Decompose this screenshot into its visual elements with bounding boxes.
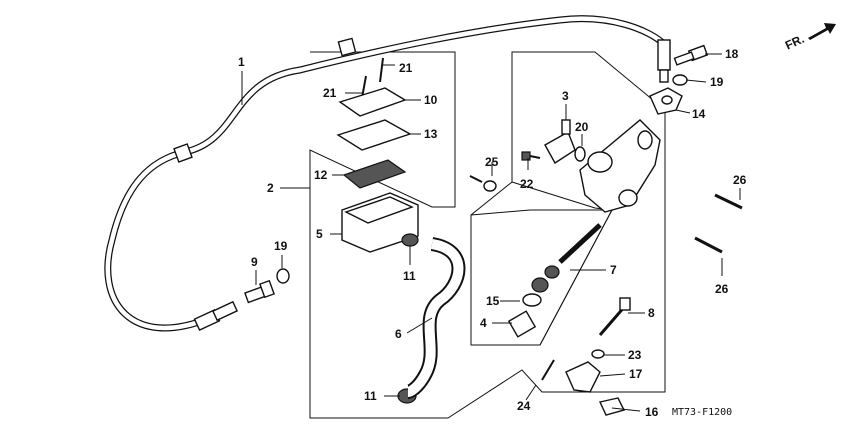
callout-10: 10 xyxy=(424,93,438,107)
piston-part xyxy=(531,265,560,293)
cap-plate-part xyxy=(336,119,412,151)
callout-19b: 19 xyxy=(710,75,724,89)
callout-13: 13 xyxy=(424,127,438,141)
callout-15: 15 xyxy=(486,294,500,308)
callout-16: 16 xyxy=(645,405,659,419)
callout-14: 14 xyxy=(692,107,706,121)
callout-24: 24 xyxy=(517,399,531,413)
callout-26a: 26 xyxy=(733,173,747,187)
diaphragm-part xyxy=(342,159,407,189)
svg-text:FR.: FR. xyxy=(783,32,806,53)
o-ring-20-part xyxy=(574,146,586,162)
callout-23: 23 xyxy=(628,348,642,362)
spring-part xyxy=(558,223,602,264)
callout-4: 4 xyxy=(480,316,487,330)
master-cylinder-body-part xyxy=(579,119,661,213)
bolt-25-part xyxy=(469,175,497,192)
callout-1: 1 xyxy=(238,55,245,69)
callout-2: 2 xyxy=(267,181,274,195)
callout-3: 3 xyxy=(562,89,569,103)
callout-21b: 21 xyxy=(323,86,337,100)
washer-19b-part xyxy=(672,74,688,86)
push-rod-part xyxy=(598,297,631,336)
bolt-26b-part xyxy=(694,236,723,254)
nut-23-part xyxy=(591,349,605,359)
callout-11b: 11 xyxy=(364,389,377,403)
leader-lines xyxy=(241,53,741,412)
circlip-15-part xyxy=(522,293,542,307)
callout-19a: 19 xyxy=(274,239,288,253)
clip-11a-part xyxy=(401,233,419,247)
callout-20: 20 xyxy=(575,120,589,134)
callout-17: 17 xyxy=(629,367,643,381)
washer-19a-part xyxy=(276,268,290,284)
callout-12: 12 xyxy=(314,168,328,182)
drawing-code: MT73-F1200 xyxy=(672,407,732,418)
bleeder-screw-part xyxy=(244,279,275,304)
callout-9: 9 xyxy=(251,255,258,269)
reservoir-cap-part xyxy=(338,87,407,117)
switch-16-part xyxy=(599,397,626,416)
callout-5: 5 xyxy=(316,227,323,241)
screw-22-part xyxy=(521,151,541,161)
callout-22: 22 xyxy=(520,177,534,191)
callout-11a: 11 xyxy=(403,269,416,283)
boot-4-part xyxy=(507,310,537,338)
callout-26b: 26 xyxy=(715,282,729,296)
oil-bolt-part xyxy=(673,44,709,66)
callout-18: 18 xyxy=(725,47,739,61)
screw-21b-part xyxy=(379,57,384,83)
hose-joint-part xyxy=(649,87,683,115)
piston-kit-frame xyxy=(470,209,613,346)
callouts: 1 2 3 4 5 6 7 8 9 10 11 11 12 13 14 15 1… xyxy=(238,47,747,419)
reservoir-part xyxy=(341,192,419,253)
bolt-26a-part xyxy=(714,193,743,210)
callout-21a: 21 xyxy=(399,61,413,75)
clutch-hose xyxy=(104,15,671,332)
switch-part xyxy=(544,119,576,164)
callout-25: 25 xyxy=(485,155,499,169)
front-direction-icon: FR. xyxy=(783,23,836,53)
callout-8: 8 xyxy=(648,306,655,320)
reservoir-group-frame xyxy=(309,51,666,419)
bracket-17-part xyxy=(565,361,601,393)
callout-7: 7 xyxy=(610,263,617,277)
callout-6: 6 xyxy=(395,327,402,341)
pin-24-part xyxy=(541,359,555,381)
